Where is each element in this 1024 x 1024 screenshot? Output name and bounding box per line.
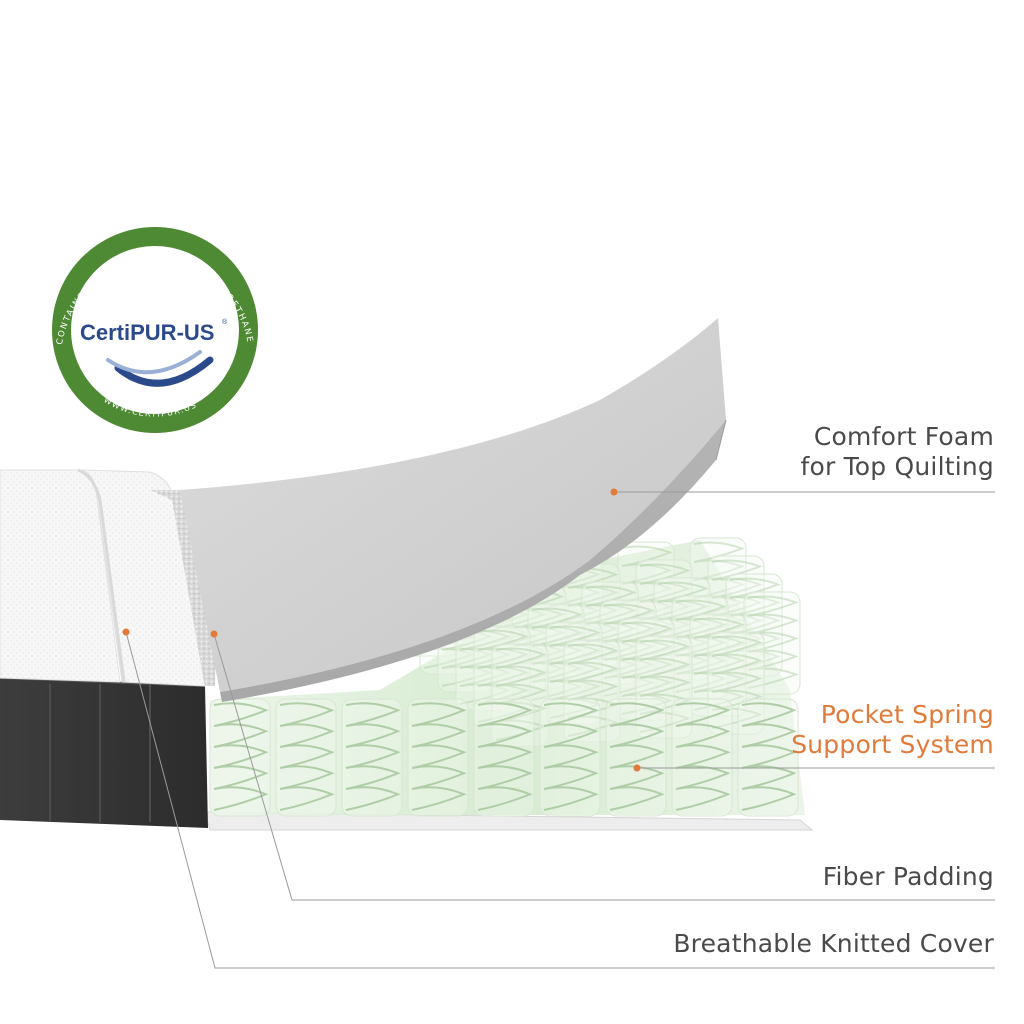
spring-coil-pocket	[539, 698, 601, 817]
spring-coil	[495, 647, 547, 741]
spring-coil-pocket	[671, 595, 729, 699]
dot-pocket-spring	[633, 764, 641, 772]
spring-coil-pocket	[209, 698, 271, 817]
spring-coil-pocket	[653, 577, 711, 681]
dot-fiber-padding	[210, 630, 218, 638]
comfort-foam-layer	[180, 318, 727, 702]
callout-knitted-cover-line1: Breathable Knitted Cover	[673, 929, 994, 958]
spring-coil	[345, 702, 401, 811]
callout-leaders	[122, 488, 995, 969]
spring-coil-pocket	[527, 603, 585, 707]
callout-comfort-foam-line2: for Top Quilting	[800, 452, 994, 481]
callout-knitted-cover: Breathable Knitted Cover	[673, 929, 994, 959]
callout-pocket-spring: Pocket Spring Support System	[791, 700, 994, 760]
spring-coil-pocket	[341, 698, 403, 817]
callout-comfort-foam: Comfort Foam for Top Quilting	[800, 422, 994, 482]
spring-coil-pocket	[689, 613, 747, 717]
spring-coil-pocket	[599, 599, 657, 703]
badge-brand-text: CertiPUR-US	[80, 320, 214, 345]
spring-coil-pocket	[581, 581, 639, 685]
spring-coil	[543, 702, 599, 811]
cover-stitch-lines	[49, 684, 151, 822]
spring-coil	[609, 702, 665, 811]
mattress-body	[0, 468, 218, 828]
spring-coil	[411, 702, 467, 811]
spring-coil-pocket	[737, 698, 799, 817]
spring-coil-pocket	[725, 573, 783, 677]
spring-coil-pocket	[605, 698, 667, 817]
spring-coil	[675, 702, 731, 811]
spring-coil-pocket	[671, 698, 733, 817]
spring-coil	[279, 702, 335, 811]
spring-coil	[213, 702, 269, 811]
spring-coil	[747, 595, 799, 689]
callout-comfort-foam-line1: Comfort Foam	[813, 422, 994, 451]
leader-fiber-padding	[213, 633, 995, 901]
spring-coil-pocket	[617, 617, 675, 721]
dot-knitted-cover	[122, 628, 130, 636]
leader-knitted-cover	[125, 631, 995, 969]
callout-pocket-spring-line2: Support System	[791, 730, 994, 759]
badge-swoosh	[114, 356, 214, 387]
callout-fiber-padding-line1: Fiber Padding	[822, 862, 994, 891]
spring-front-row	[209, 698, 799, 817]
spring-coil-pocket	[743, 591, 801, 695]
spring-coil-pocket	[473, 698, 535, 817]
spring-coil-pocket	[635, 635, 693, 739]
spring-coil	[477, 702, 533, 811]
spring-coil-pocket	[275, 698, 337, 817]
callout-fiber-padding: Fiber Padding	[823, 862, 994, 892]
spring-coil-pocket	[407, 698, 469, 817]
certipur-badge: CONTAINS CERTIFIED FLEXIBLE POLYURETHANE…	[0, 0, 258, 433]
spring-coil-pocket	[473, 625, 531, 729]
badge-registered-mark: ®	[222, 318, 228, 326]
spring-coil	[741, 702, 797, 811]
dot-comfort-foam	[610, 488, 618, 496]
callout-pocket-spring-line1: Pocket Spring	[820, 700, 994, 729]
